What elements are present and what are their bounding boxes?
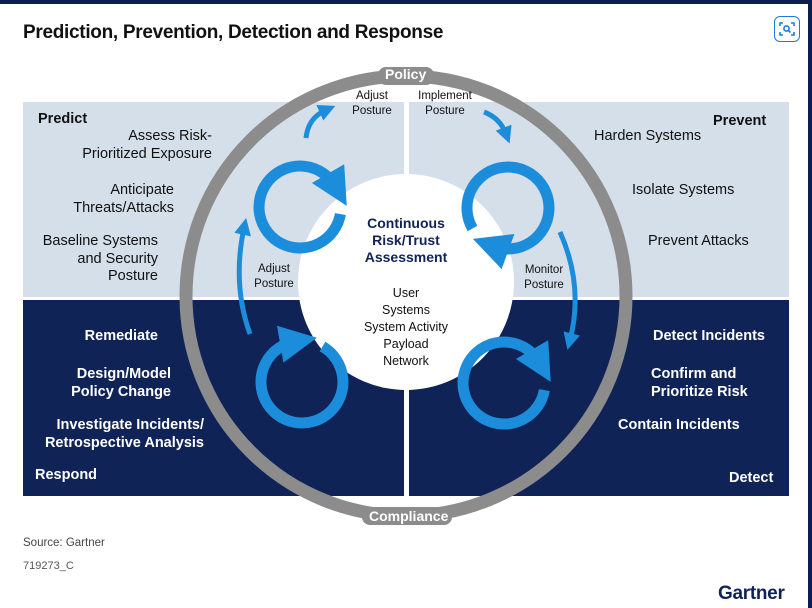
predict-item-2: Anticipate Threats/Attacks [73, 182, 174, 216]
prevent-item-3: Prevent Attacks [648, 233, 749, 249]
predict-label: Predict [38, 111, 88, 127]
figure-code: 719273_C [23, 560, 74, 572]
detect-item-3: Contain Incidents [618, 417, 740, 433]
center-item-user: User [392, 286, 420, 300]
predict-cycle-arrow [253, 160, 347, 254]
image-search-icon [779, 22, 795, 36]
prevent-label: Prevent [713, 113, 767, 129]
prevent-cycle-arrow [461, 161, 555, 270]
center-item-payload: Payload [383, 337, 429, 351]
page-title: Prediction, Prevention, Detection and Re… [23, 22, 444, 43]
respond-item-3: Investigate Incidents/ Retrospective Ana… [44, 417, 204, 451]
frame-top-bar [0, 0, 812, 4]
respond-item-1: Remediate [84, 328, 158, 344]
detect-cycle-arrow [457, 336, 551, 430]
implement-posture-arrow [483, 109, 512, 144]
center-title: Continuous Risk/Trust Assessment [364, 215, 448, 265]
frame-right-bar [808, 0, 812, 608]
center-circle [298, 174, 514, 390]
center-item-system-activity: System Activity [363, 320, 449, 334]
detect-item-2: Confirm and Prioritize Risk [651, 366, 748, 400]
center-items: User Systems System Activity Payload Net… [346, 285, 466, 370]
respond-label: Respond [35, 467, 98, 483]
compliance-label: Compliance [369, 508, 449, 524]
detect-item-1: Detect Incidents [653, 328, 765, 344]
image-search-button[interactable] [774, 16, 800, 42]
predict-item-3: Baseline Systems and Security Posture [42, 233, 158, 284]
respond-cycle-arrow [255, 325, 349, 429]
center-item-systems: Systems [382, 303, 430, 317]
prevent-item-1: Harden Systems [594, 128, 702, 144]
policy-tab [378, 67, 434, 85]
prevent-item-2: Isolate Systems [632, 182, 735, 198]
adjust-posture-top-arrow [303, 104, 336, 139]
adjust-posture-left-arrow [234, 218, 253, 335]
source-note: Source: Gartner [23, 537, 105, 549]
gartner-logo: Gartner [718, 583, 785, 604]
monitor-posture-arrow [557, 230, 580, 350]
policy-label: Policy [385, 66, 427, 82]
detect-label: Detect [729, 470, 774, 486]
predict-item-1: Assess Risk- Prioritized Exposure [82, 128, 212, 162]
center-item-network: Network [383, 354, 429, 368]
respond-item-2: Design/Model Policy Change [71, 366, 171, 400]
compliance-tab [362, 507, 452, 525]
